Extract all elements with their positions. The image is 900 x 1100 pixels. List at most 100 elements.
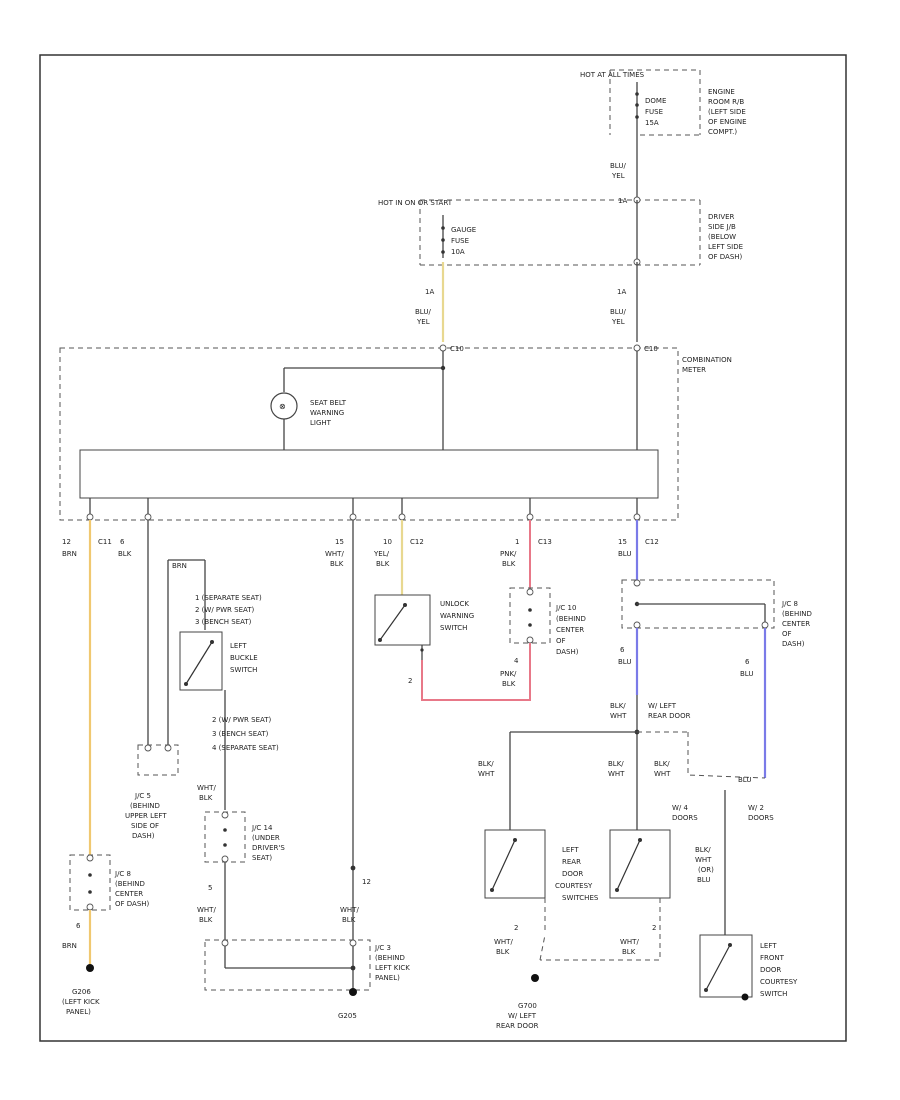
pin1-conn: C11 [98, 538, 112, 546]
pnk-label: BRN [172, 562, 187, 570]
blk-wht-b1: BLK/ [478, 760, 494, 768]
pin6-color: BLU [618, 550, 631, 558]
driver-jb-label-4: LEFT SIDE [708, 243, 743, 251]
unlock-label-1: UNLOCK [440, 600, 469, 608]
jc8-left-1: J/C 8 [114, 870, 131, 878]
buckle-seats-3: 3 (BENCH SEAT) [195, 618, 252, 626]
jc8-right-1: J/C 8 [781, 600, 798, 608]
front-door-switch-icon [705, 944, 731, 991]
seat-belt-label-1: SEAT BELT [310, 399, 347, 407]
jc3-label-3: LEFT KICK [375, 964, 410, 972]
wht-blk-r1: WHT/ [494, 938, 513, 946]
blk-wht-d2: WHT [654, 770, 671, 778]
jc5-label-1: J/C 5 [134, 792, 151, 800]
jc10-label-1: J/C 10 [555, 604, 576, 612]
g700-label-3: REAR DOOR [496, 1022, 539, 1030]
jc10-label-4: OF [556, 637, 566, 645]
buckle-switch-label-3: SWITCH [230, 666, 257, 674]
w4doors-1: W/ 4 [672, 804, 689, 812]
blk-wht-blu-4: BLU [697, 876, 710, 884]
wire-bluyel-right-1: BLU/ [610, 308, 626, 316]
jc5-label-4: SIDE OF [131, 822, 159, 830]
jb-pin-right-top: 1A [618, 197, 627, 205]
wire-bluyel-top-1: BLU/ [610, 162, 626, 170]
pin6-right-b: 6 [745, 658, 750, 666]
engine-rb-label-4: OF ENGINE [708, 118, 747, 126]
pin-6-left: 6 [76, 922, 81, 930]
hot-all-times-label: HOT AT ALL TIMES [580, 71, 645, 79]
jc14-label-3: DRIVER'S [252, 844, 285, 852]
jc5-label-2: (BEHIND [130, 802, 160, 810]
buckle-seats-1: 1 (SEPARATE SEAT) [195, 594, 262, 602]
g205-circuit: 12 WHT/ BLK J/C 3 (BEHIND LEFT KICK PANE… [204, 520, 410, 1020]
blu-right-b: BLU [740, 670, 753, 678]
pin3-color-2: BLK [330, 560, 344, 568]
dome-fuse-label-3: 15A [645, 119, 659, 127]
dome-fuse-label-1: DOME [645, 97, 666, 105]
jc3-label-1: J/C 3 [374, 944, 391, 952]
pin4-conn: C12 [410, 538, 424, 546]
pin5-num: 1 [515, 538, 519, 546]
jc14-label-1: J/C 14 [251, 824, 273, 832]
front-sw-label-1: LEFT [760, 942, 777, 950]
jc3-label-4: PANEL) [375, 974, 400, 982]
pin1-color: BRN [62, 550, 77, 558]
jc8-left-4: OF DASH) [115, 900, 150, 908]
g206-label-3: PANEL) [66, 1008, 91, 1016]
jc14-label-2: (UNDER [252, 834, 280, 842]
front-sw-label-5: SWITCH [760, 990, 787, 998]
jc8-right-4: OF [782, 630, 792, 638]
pin5-conn: C13 [538, 538, 552, 546]
g700-label-2: W/ LEFT [508, 1012, 537, 1020]
buckle-switch-icon [185, 641, 213, 685]
buckle-seats-2: 2 (W/ PWR SEAT) [195, 606, 255, 614]
ground-g700-icon [531, 974, 539, 982]
blk-wht-blu-3: (OR) [698, 866, 714, 874]
jc8-right-2: (BEHIND [782, 610, 812, 618]
buckle-seats-b-3: 4 (SEPARATE SEAT) [212, 744, 279, 752]
jc8-right-3: CENTER [782, 620, 810, 628]
pin2-color: BLK [118, 550, 132, 558]
jc10-pin4: 4 [514, 657, 519, 665]
gauge-fuse-label-3: 10A [451, 248, 465, 256]
unlock-label-3: SWITCH [440, 624, 467, 632]
combination-meter: C10 C10 COMBINATION METER ⊗ SEAT BELT WA… [59, 344, 732, 521]
rear-sw-pin2-b: 2 [652, 924, 656, 932]
rear-door-switch-1-icon [491, 839, 516, 891]
engine-rb-label-3: (LEFT SIDE [708, 108, 746, 116]
wire-pink-bottom [421, 660, 531, 701]
pin-5-left: 5 [208, 884, 212, 892]
dome-fuse-label-2: FUSE [645, 108, 663, 116]
hot-on-start-label: HOT IN ON OR START [378, 199, 453, 207]
pin1-num: 12 [62, 538, 71, 546]
w4doors-2: DOORS [672, 814, 698, 822]
jb-pin-left: 1A [425, 288, 434, 296]
w-left-rear-2: REAR DOOR [648, 712, 691, 720]
ground-g206-icon [86, 964, 94, 972]
g205-label: G205 [338, 1012, 357, 1020]
blk-wht-blu-2: WHT [695, 856, 712, 864]
front-sw-label-3: DOOR [760, 966, 781, 974]
pin3-color-1: WHT/ [325, 550, 344, 558]
rear-sw-label-3: DOOR [562, 870, 583, 878]
pin4-num: 10 [383, 538, 392, 546]
wht-blk-r4: BLK [622, 948, 636, 956]
wire-bluyel-left-1: BLU/ [415, 308, 431, 316]
blk-wht-c1: BLK/ [608, 760, 624, 768]
meter-pin-left: C10 [450, 345, 464, 353]
pin4-color-1: YEL/ [373, 550, 390, 558]
unlock-label-2: WARNING [440, 612, 474, 620]
gauge-fuse-label-2: FUSE [451, 237, 469, 245]
pin6-num: 15 [618, 538, 627, 546]
meter-label-2: METER [682, 366, 706, 374]
front-sw-label-2: FRONT [760, 954, 785, 962]
ground-g205-icon [349, 988, 357, 996]
buckle-switch-label-2: BUCKLE [230, 654, 258, 662]
pin3-num: 15 [335, 538, 344, 546]
meter-module-box [79, 449, 659, 499]
wht-blk-jc14-2: BLK [199, 794, 213, 802]
driver-jb-label-1: DRIVER [708, 213, 735, 221]
jc10-label-2: (BEHIND [556, 615, 586, 623]
jc5-label-5: DASH) [132, 832, 155, 840]
